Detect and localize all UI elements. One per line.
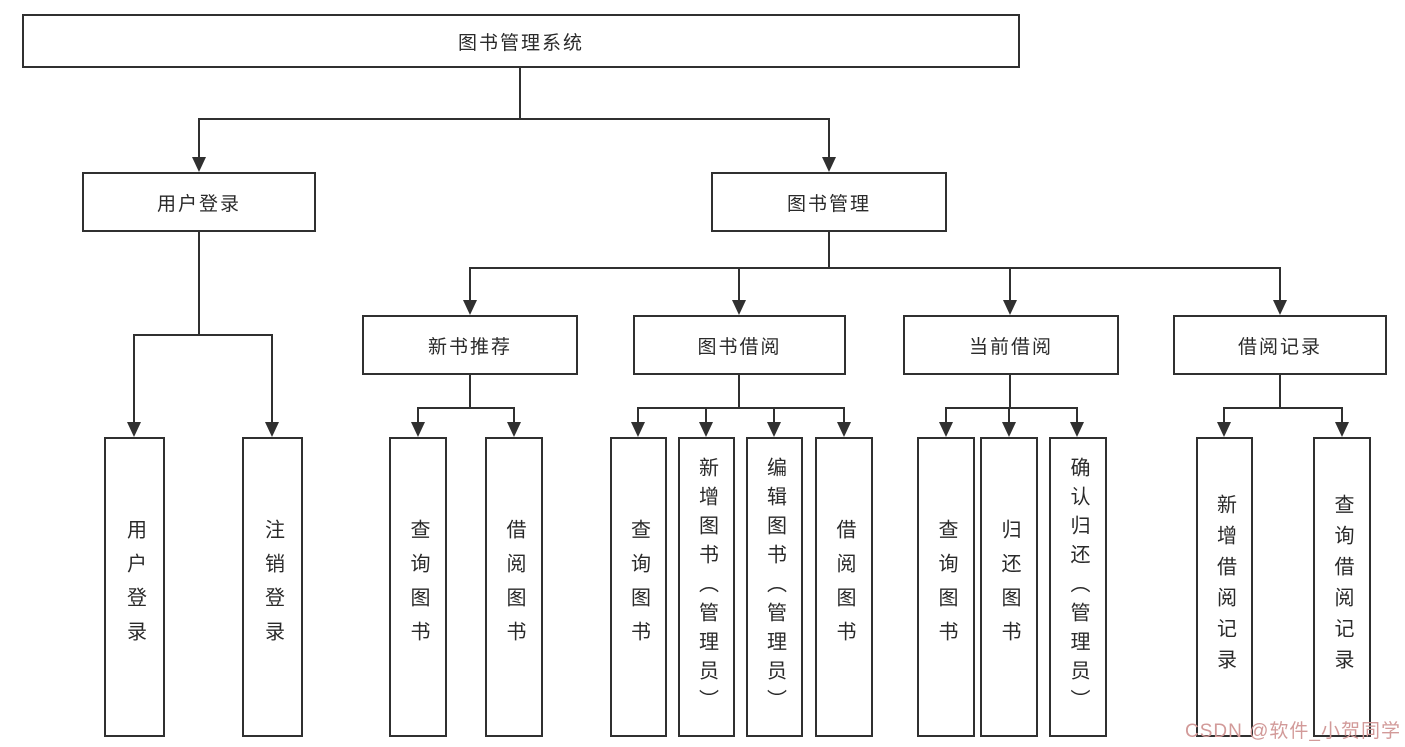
node-leaf-recommend-query-books: 查询图书 [389,437,447,737]
node-leaf-current-query-books: 查询图书 [917,437,975,737]
connector-leaf-stem [705,407,707,424]
arrow-down-icon [507,422,521,437]
arrow-down-icon [1273,300,1287,315]
connector-to-user-login [198,119,200,159]
connector-user-login-stem [198,232,200,336]
connector-user-login-branch [133,334,273,336]
connector-leaf-stem [945,407,947,424]
connector-current-stem [1009,375,1011,409]
connector-root-stem [519,68,521,120]
connector-to-leaf-user-login [133,335,135,423]
node-leaf-query-borrow-record: 查询借阅记录 [1313,437,1371,737]
node-leaf-borrowing-query-books-label: 查询图书 [627,519,650,655]
node-library-system: 图书管理系统 [22,14,1020,68]
connector-borrowing-branch [637,407,845,409]
node-current-borrowing: 当前借阅 [903,315,1119,375]
node-leaf-edit-books-admin: 编辑图书（管理员） [746,437,803,737]
connector-recommend-stem [469,375,471,409]
arrow-down-icon [767,422,781,437]
connector-to-current-borrowing [1009,268,1011,301]
node-book-borrowing: 图书借阅 [633,315,846,375]
node-leaf-recommend-borrow-books-label: 借阅图书 [503,519,525,655]
connector-leaf-stem [843,407,845,424]
csdn-watermark: CSDN @软件_小贺同学 [1185,721,1401,742]
arrow-down-icon [1002,422,1016,437]
connector-leaf-stem [1341,407,1343,424]
node-leaf-query-borrow-record-label: 查询借阅记录 [1331,494,1353,680]
node-leaf-user-login-label: 用户登录 [123,519,146,655]
connector-leaf-stem [1076,407,1078,424]
arrow-down-icon [822,157,836,172]
node-leaf-recommend-borrow-books: 借阅图书 [485,437,543,737]
connector-leaf-stem [513,407,515,424]
arrow-down-icon [837,422,851,437]
node-leaf-logout: 注销登录 [242,437,303,737]
arrow-down-icon [127,422,141,437]
arrow-down-icon [939,422,953,437]
node-leaf-current-query-books-label: 查询图书 [935,519,957,655]
connector-borrowing-stem [738,375,740,409]
arrow-down-icon [192,157,206,172]
connector-records-branch [1223,407,1343,409]
node-borrow-records-label: 借阅记录 [1237,336,1322,358]
node-leaf-edit-books-admin-label: 编辑图书（管理员） [763,456,786,718]
arrow-down-icon [265,422,279,437]
connector-leaf-stem [417,407,419,424]
connector-to-borrow-records [1279,268,1281,301]
node-book-borrowing-label: 图书借阅 [697,336,782,358]
arrow-down-icon [631,422,645,437]
connector-recommend-branch [417,407,515,409]
node-leaf-add-borrow-record: 新增借阅记录 [1196,437,1253,737]
connector-leaf-stem [1223,407,1225,424]
node-leaf-return-books: 归还图书 [980,437,1038,737]
connector-to-book-management [828,119,830,159]
node-library-system-label: 图书管理系统 [457,32,584,54]
node-leaf-logout-label: 注销登录 [261,519,284,655]
connector-leaf-stem [773,407,775,424]
node-borrow-records: 借阅记录 [1173,315,1387,375]
node-leaf-borrowing-borrow-books: 借阅图书 [815,437,873,737]
node-new-book-recommend-label: 新书推荐 [427,336,512,358]
connector-book-management-branch [469,267,1281,269]
connector-current-branch [945,407,1078,409]
connector-leaf-stem [637,407,639,424]
node-leaf-add-books-admin: 新增图书（管理员） [678,437,735,737]
node-leaf-recommend-query-books-label: 查询图书 [407,519,429,655]
node-leaf-borrowing-query-books: 查询图书 [610,437,667,737]
node-current-borrowing-label: 当前借阅 [968,336,1053,358]
node-book-management: 图书管理 [711,172,947,232]
connector-to-book-borrowing [738,268,740,301]
connector-to-new-book-recommend [469,268,471,301]
arrow-down-icon [732,300,746,315]
node-leaf-confirm-return-admin: 确认归还（管理员） [1049,437,1107,737]
node-new-book-recommend: 新书推荐 [362,315,578,375]
arrow-down-icon [463,300,477,315]
node-leaf-return-books-label: 归还图书 [998,519,1020,655]
arrow-down-icon [1335,422,1349,437]
connector-root-branch [198,118,830,120]
arrow-down-icon [1070,422,1084,437]
node-leaf-add-borrow-record-label: 新增借阅记录 [1213,494,1236,680]
arrow-down-icon [699,422,713,437]
node-user-login-label: 用户登录 [156,193,241,215]
arrow-down-icon [1003,300,1017,315]
node-leaf-add-books-admin-label: 新增图书（管理员） [695,456,718,718]
arrow-down-icon [1217,422,1231,437]
node-user-login: 用户登录 [82,172,316,232]
node-leaf-borrowing-borrow-books-label: 借阅图书 [833,519,855,655]
connector-to-leaf-logout [271,335,273,423]
connector-leaf-stem [1008,407,1010,424]
connector-records-stem [1279,375,1281,409]
node-book-management-label: 图书管理 [786,193,871,215]
node-leaf-confirm-return-admin-label: 确认归还（管理员） [1067,456,1089,718]
arrow-down-icon [411,422,425,437]
node-leaf-user-login: 用户登录 [104,437,165,737]
connector-book-management-stem [828,232,830,269]
